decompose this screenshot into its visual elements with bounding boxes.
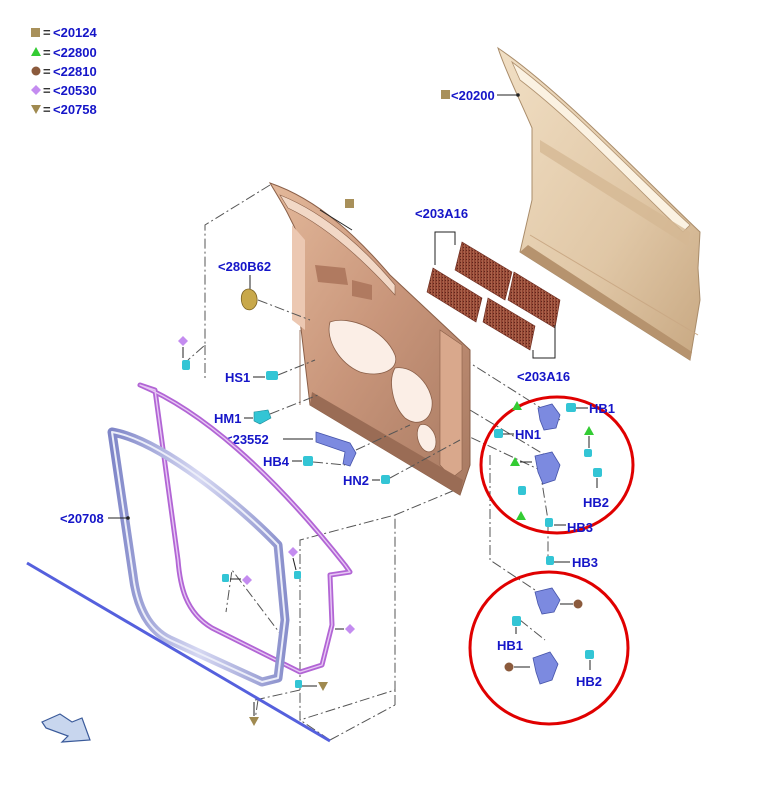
- diamond-marker-icon: [178, 336, 188, 346]
- label-hn1: HN1: [515, 427, 541, 442]
- circle-marker-icon: [504, 662, 514, 672]
- diamond-marker-icon: [288, 547, 298, 557]
- lower-hinge-bottom: [532, 651, 559, 685]
- bracket-part: [240, 288, 258, 311]
- sill-line: [26, 561, 331, 743]
- triangle-up-marker-icon: [584, 426, 594, 435]
- fastener-hn2: [381, 475, 390, 484]
- fastener-hb4: [303, 456, 313, 466]
- legend-code: <22810: [53, 64, 97, 79]
- label-weatherstrip: <20708: [60, 511, 104, 526]
- triangle-up-marker-icon: [516, 511, 526, 520]
- legend-code: <22800: [53, 45, 97, 60]
- legend-circle-icon: [31, 66, 41, 76]
- label-hm1: HM1: [214, 411, 241, 426]
- label-hn2: HN2: [343, 473, 369, 488]
- legend-diamond-icon: [31, 85, 41, 95]
- seal-clips: [222, 547, 355, 726]
- label-hb2-lower: HB2: [576, 674, 602, 689]
- weatherstrips: [107, 382, 353, 687]
- circle-marker-icon: [573, 599, 583, 609]
- triangle-up-marker-icon: [510, 457, 520, 466]
- legend-code: <20530: [53, 83, 97, 98]
- lower-hinge-group: HB3 HB1 HB2: [497, 555, 602, 689]
- left-fasteners: HS1 HM1 <23552 HB4 HN2: [178, 336, 461, 488]
- legend-eq: =: [43, 64, 51, 79]
- triangle-up-marker-icon: [512, 401, 522, 410]
- arrow-icon: [41, 713, 91, 743]
- upper-hinge-bottom: [534, 451, 561, 485]
- legend-code: <20758: [53, 102, 97, 117]
- label-hb1-upper: HB1: [589, 401, 615, 416]
- inner-door-frame: [268, 182, 471, 496]
- check-link-part: [315, 431, 357, 467]
- upper-hinge-highlight: [479, 395, 635, 535]
- label-hb2-upper: HB2: [583, 495, 609, 510]
- square-marker-icon: [441, 90, 450, 99]
- label-outer-panel: <20200: [451, 88, 495, 103]
- sound-pads: [426, 241, 561, 351]
- diamond-marker-icon: [242, 575, 252, 585]
- label-hs1: HS1: [225, 370, 250, 385]
- fastener-hm1: [253, 409, 272, 425]
- label-pad-top: <203A16: [415, 206, 468, 221]
- upper-hinge-top: [537, 403, 561, 431]
- legend-eq: =: [43, 45, 51, 60]
- legend-code: <20124: [53, 25, 98, 40]
- triangle-down-marker-icon: [249, 717, 259, 726]
- upper-hinge-group: HB1 HN1 HB2 HB3: [494, 401, 615, 535]
- fastener-clip: [182, 360, 190, 370]
- label-hb1-lower: HB1: [497, 638, 523, 653]
- legend-eq: =: [43, 25, 51, 40]
- label-pad-bottom: <203A16: [517, 369, 570, 384]
- legend: = <20124 = <22800 = <22810 = <20530 = <2…: [31, 25, 98, 117]
- triangle-down-marker-icon: [318, 682, 328, 691]
- lower-hinge-top: [534, 587, 561, 615]
- label-hb4: HB4: [263, 454, 290, 469]
- legend-eq: =: [43, 83, 51, 98]
- legend-triangle-up-icon: [31, 47, 41, 56]
- legend-eq: =: [43, 102, 51, 117]
- fastener-hs1: [266, 371, 278, 380]
- outer-door-panel: [497, 46, 701, 361]
- legend-square-icon: [31, 28, 40, 37]
- label-hb3-upper: HB3: [567, 520, 593, 535]
- label-hb3-lower: HB3: [572, 555, 598, 570]
- square-marker-icon: [345, 199, 354, 208]
- lower-hinge-highlight: [468, 570, 630, 726]
- legend-triangle-down-icon: [31, 105, 41, 114]
- label-bracket: <280B62: [218, 259, 271, 274]
- label-check-link: <23552: [225, 432, 269, 447]
- diamond-marker-icon: [345, 624, 355, 634]
